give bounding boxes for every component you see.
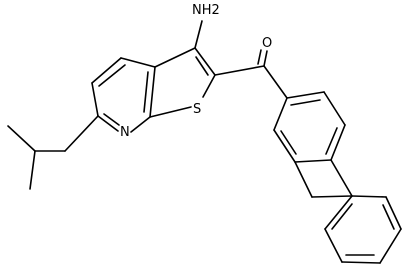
ketone-linker [214,49,288,99]
fluorene-ring-a [273,91,346,163]
ring-nitrogen-label: N [120,125,130,140]
amine-bond [194,20,203,49]
amine-label: NH2 [192,3,220,18]
thiophene-ring [149,47,216,118]
fluorene-five-ring [294,159,353,198]
ring-sulfur-label: S [193,102,201,117]
fluorene-ring-b [324,195,402,264]
pyridine-ring [91,57,156,133]
carbonyl-oxygen-label: O [262,36,272,51]
isobutyl-chain [7,115,99,190]
